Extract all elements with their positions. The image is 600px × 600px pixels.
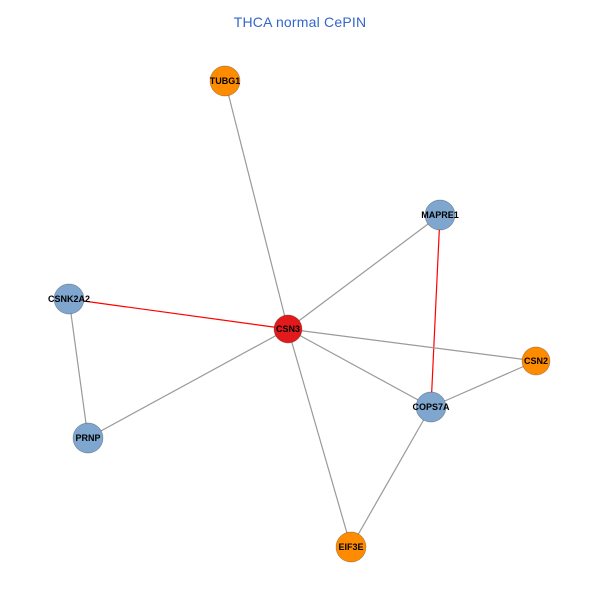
edge-PRNP-CSN3 bbox=[87, 328, 289, 439]
node-label-COPS7A: COPS7A bbox=[412, 402, 450, 412]
node-CSN3: CSN3 bbox=[273, 314, 303, 344]
edge-MAPRE1-COPS7A bbox=[430, 214, 441, 408]
node-EIF3E: EIF3E bbox=[335, 531, 367, 563]
node-label-CSN2: CSN2 bbox=[524, 356, 548, 366]
edge-COPS7A-CSN2 bbox=[430, 360, 537, 408]
node-MAPRE1: MAPRE1 bbox=[421, 199, 459, 231]
node-CSN2: CSN2 bbox=[521, 346, 551, 376]
node-circle-PRNP bbox=[72, 422, 104, 454]
edge-CSNK2A2-PRNP bbox=[68, 298, 89, 439]
edge-CSN3-EIF3E bbox=[287, 328, 352, 548]
node-label-MAPRE1: MAPRE1 bbox=[421, 210, 459, 220]
node-label-TUBG1: TUBG1 bbox=[210, 76, 241, 86]
node-circle-CSN3 bbox=[273, 314, 303, 344]
node-circle-EIF3E bbox=[335, 531, 367, 563]
node-circle-CSNK2A2 bbox=[53, 283, 85, 315]
edge-CSN3-COPS7A bbox=[287, 328, 432, 408]
edge-CSN3-CSN2 bbox=[287, 328, 537, 362]
node-COPS7A: COPS7A bbox=[412, 391, 450, 423]
edge-TUBG1-CSN3 bbox=[224, 80, 289, 330]
edge-COPS7A-EIF3E bbox=[350, 406, 432, 548]
node-circle-MAPRE1 bbox=[424, 199, 456, 231]
node-label-EIF3E: EIF3E bbox=[338, 542, 363, 552]
node-PRNP: PRNP bbox=[72, 422, 104, 454]
node-label-CSN3: CSN3 bbox=[276, 324, 300, 334]
edge-MAPRE1-CSN3 bbox=[287, 214, 441, 330]
chart-title: THCA normal CePIN bbox=[233, 14, 367, 30]
edge-CSNK2A2-CSN3 bbox=[68, 298, 289, 330]
node-label-PRNP: PRNP bbox=[75, 433, 100, 443]
node-CSNK2A2: CSNK2A2 bbox=[48, 283, 90, 315]
node-TUBG1: TUBG1 bbox=[209, 65, 241, 97]
node-circle-CSN2 bbox=[521, 346, 551, 376]
node-label-CSNK2A2: CSNK2A2 bbox=[48, 294, 90, 304]
node-circle-COPS7A bbox=[415, 391, 447, 423]
node-circle-TUBG1 bbox=[209, 65, 241, 97]
